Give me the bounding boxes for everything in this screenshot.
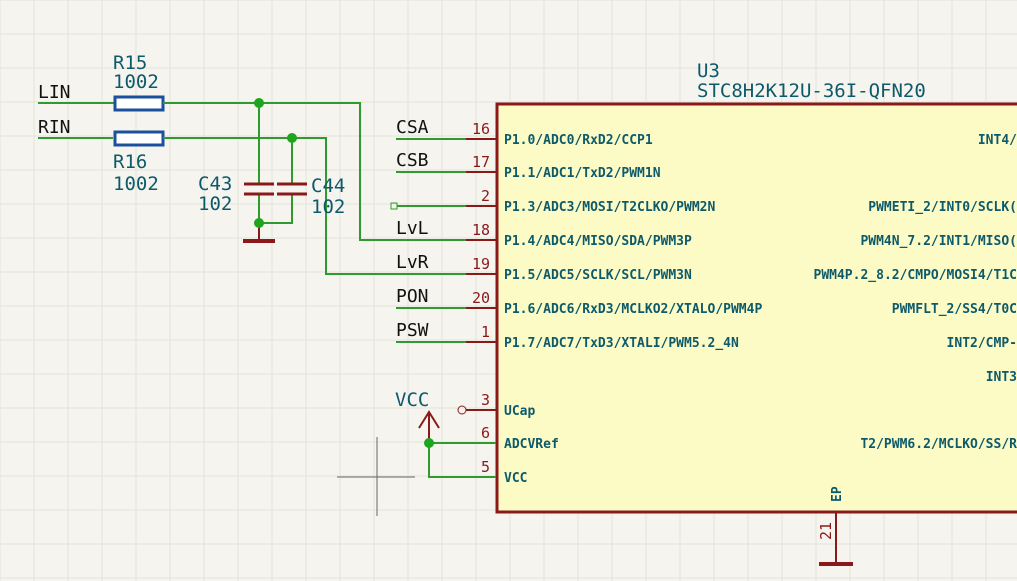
- net-label-lin[interactable]: LIN: [38, 82, 71, 103]
- pin-name: P1.3/ADC3/MOSI/T2CLKO/PWM2N: [504, 200, 715, 215]
- junction-2: [287, 133, 297, 143]
- filter-wiring: [163, 98, 396, 275]
- chip-part: STC8H2K12U-36I-QFN20: [697, 80, 926, 102]
- pin-number: 1: [481, 323, 490, 341]
- vcc-label: VCC: [395, 389, 429, 411]
- pin-number: 18: [472, 221, 490, 239]
- r15-ref: R15: [113, 52, 147, 74]
- pin-name: ADCVRef: [504, 437, 559, 452]
- crosshair-cursor-icon: [337, 437, 415, 516]
- no-connect-marker: [390, 202, 398, 210]
- pin-number: 6: [481, 424, 490, 442]
- pin-number: 2: [481, 187, 490, 205]
- c44-ref: C44: [311, 175, 345, 197]
- pin-number: 5: [481, 458, 490, 476]
- junction-vcc: [424, 438, 434, 448]
- net-label-psw[interactable]: PSW: [396, 320, 429, 341]
- net-label-lvl[interactable]: LvL: [396, 218, 429, 239]
- pin-name: VCC: [504, 471, 527, 486]
- right-pin-name: INT3: [986, 370, 1017, 385]
- net-label-csb[interactable]: CSB: [396, 150, 429, 171]
- resistor-r15[interactable]: R15 1002: [90, 52, 165, 112]
- right-pin-name: T2/PWM6.2/MCLKO/SS/R: [860, 437, 1017, 452]
- right-pin-name: PWMFLT_2/SS4/T0C: [892, 302, 1017, 317]
- chip-pin-2[interactable]: 2P1.3/ADC3/MOSI/T2CLKO/PWM2N: [397, 187, 715, 215]
- chip-u3[interactable]: U3 STC8H2K12U-36I-QFN20: [495, 60, 1017, 514]
- c43-value: 102: [198, 193, 232, 215]
- pin-number: 3: [481, 391, 490, 409]
- ep-pin-number: 21: [817, 522, 835, 540]
- r16-value: 1002: [113, 173, 159, 195]
- chip-body[interactable]: [495, 102, 1017, 514]
- resistor-r16[interactable]: R16 1002: [113, 130, 165, 195]
- right-pin-name: PWM4N_7.2/INT1/MISO(: [860, 234, 1017, 249]
- chip-right-pins: INT4/PWMETI_2/INT0/SCLK( PWM4N_7.2/INT1/M…: [814, 133, 1017, 452]
- junction-3: [254, 218, 264, 228]
- chip-pin-ep[interactable]: 21 EP: [817, 486, 853, 566]
- net-label-pon[interactable]: PON: [396, 286, 429, 307]
- power-vcc[interactable]: VCC: [395, 389, 496, 478]
- r15-value: 1002: [113, 71, 159, 93]
- pin-number: 20: [472, 289, 490, 307]
- chip-pin-1[interactable]: PSW 1P1.7/ADC7/TxD3/XTALI/PWM5.2_4N: [396, 320, 739, 351]
- right-pin-name: PWM4P.2_8.2/CMPO/MOSI4/T1C: [814, 268, 1017, 283]
- net-label-csa[interactable]: CSA: [396, 117, 429, 138]
- pin-name: UCap: [504, 404, 535, 419]
- wire-r15-out[interactable]: [163, 102, 396, 241]
- pin-number: 17: [472, 153, 490, 171]
- pin-name: P1.7/ADC7/TxD3/XTALI/PWM5.2_4N: [504, 336, 739, 351]
- right-pin-name: PWMETI_2/INT0/SCLK(: [868, 200, 1017, 215]
- wire-vcc-vcc[interactable]: [428, 443, 496, 478]
- ep-pin-name: EP: [830, 486, 845, 502]
- capacitor-c43[interactable]: C43 102: [198, 173, 274, 215]
- ucap-marker: [457, 405, 467, 415]
- pin-name: P1.6/ADC6/RxD3/MCLKO2/XTALO/PWM4P: [504, 302, 762, 317]
- pin-number: 16: [472, 120, 490, 138]
- chip-ref: U3: [697, 60, 720, 82]
- right-pin-name: INT4/: [978, 133, 1017, 148]
- c44-value: 102: [311, 196, 345, 218]
- r16-ref: R16: [113, 151, 147, 173]
- pin-name: P1.0/ADC0/RxD2/CCP1: [504, 133, 653, 148]
- net-label-rin[interactable]: RIN: [38, 117, 71, 138]
- pin-name: P1.4/ADC4/MISO/SDA/PWM3P: [504, 234, 692, 249]
- junction-1: [254, 98, 264, 108]
- pin-name: P1.1/ADC1/TxD2/PWM1N: [504, 166, 661, 181]
- wire-r16-out[interactable]: [163, 137, 396, 275]
- wire-cap-bottom[interactable]: [258, 194, 293, 224]
- right-pin-name: INT2/CMP-: [947, 336, 1017, 351]
- c43-ref: C43: [198, 173, 232, 195]
- pin-number: 19: [472, 255, 490, 273]
- pin-name: P1.5/ADC5/SCLK/SCL/PWM3N: [504, 268, 692, 283]
- net-label-lvr[interactable]: LvR: [396, 252, 429, 273]
- capacitor-c44[interactable]: C44 102: [277, 175, 345, 218]
